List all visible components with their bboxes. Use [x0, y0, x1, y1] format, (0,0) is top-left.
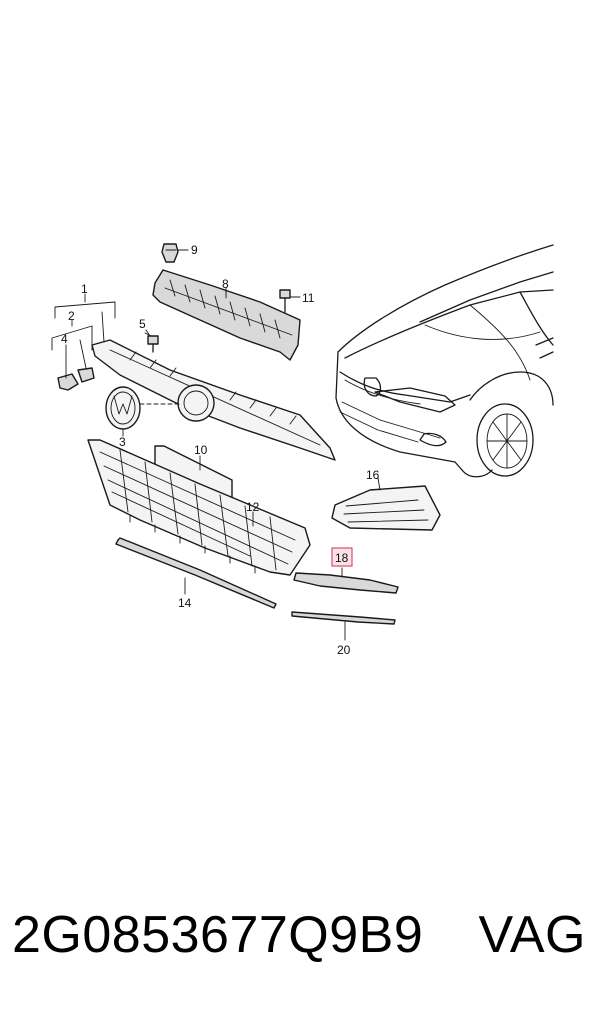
part-5-screw[interactable]: [145, 329, 159, 353]
part-16-corner-grille[interactable]: [331, 477, 441, 531]
part-11-screw[interactable]: [279, 289, 301, 313]
part-3-emblem[interactable]: [105, 386, 181, 430]
label-9: 9: [191, 243, 198, 257]
part-number: 2G0853677Q9B9: [12, 906, 424, 964]
label-3: 3: [119, 435, 126, 449]
part-footer: 2G0853677Q9B9 VAG: [12, 905, 586, 965]
parts-diagram: 1 2 4 5 9 8 11 3 10 12 14 16 18 20: [51, 243, 554, 657]
label-14: 14: [178, 596, 192, 610]
part-20-thin-strip[interactable]: [291, 611, 396, 625]
label-12: 12: [246, 500, 260, 514]
part-9-clip[interactable]: [161, 243, 189, 263]
part-4-clip[interactable]: [57, 373, 79, 391]
part-labels: 1 2 4 5 9 8 11 3 10 12 14 16 18 20: [61, 243, 380, 657]
label-4: 4: [61, 332, 68, 346]
label-16: 16: [366, 468, 380, 482]
leader-lines: [51, 287, 346, 641]
brand-name: VAG: [478, 906, 586, 964]
label-2: 2: [68, 309, 75, 323]
label-1: 1: [81, 282, 88, 296]
label-11: 11: [302, 291, 315, 305]
label-10: 10: [194, 443, 208, 457]
part-8-bracket[interactable]: [152, 269, 301, 361]
part-18-trim-strip[interactable]: [293, 567, 399, 594]
part-1-upper-grille[interactable]: [91, 339, 336, 461]
part-12-lower-grille[interactable]: [87, 439, 311, 576]
part-14-strip[interactable]: [115, 537, 277, 609]
label-8: 8: [222, 277, 229, 291]
part-18-highlight: [331, 547, 353, 567]
part-2-clip[interactable]: [77, 367, 95, 383]
label-5: 5: [139, 317, 146, 331]
label-20: 20: [337, 643, 351, 657]
car-outline: [335, 244, 554, 478]
label-18: 18: [335, 551, 349, 565]
